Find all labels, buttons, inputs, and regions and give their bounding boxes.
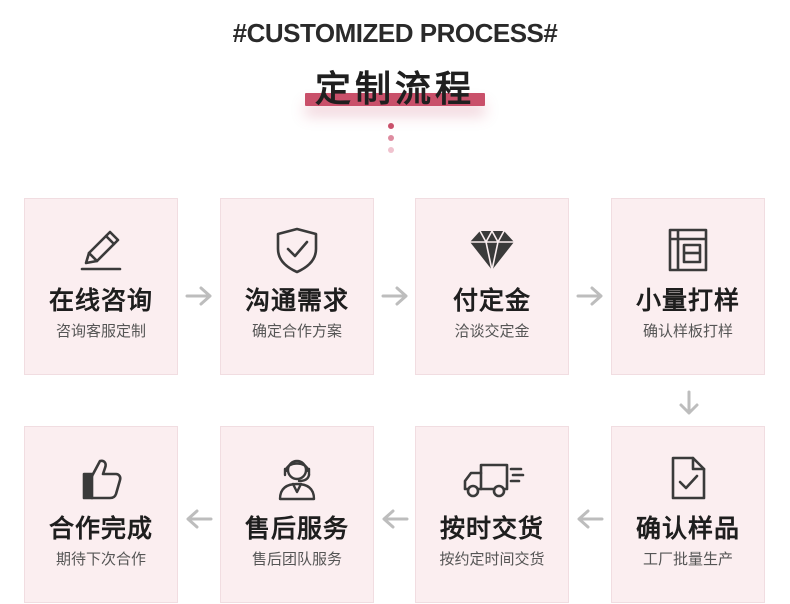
step-title: 售后服务 — [244, 514, 349, 543]
step-title: 按时交货 — [439, 514, 544, 543]
decorative-dots — [388, 123, 394, 159]
diamond-icon — [416, 225, 568, 275]
step-title: 确认样品 — [635, 514, 740, 543]
header-title-cn: 定制流程 — [304, 60, 485, 112]
pencil-icon — [25, 225, 177, 275]
step-title: 付定金 — [452, 286, 531, 315]
document-check-icon — [612, 453, 764, 503]
step-card-on-time-delivery: 按时交货 按约定时间交货 — [415, 426, 569, 603]
step-title: 合作完成 — [48, 514, 153, 543]
step-title: 沟通需求 — [244, 286, 349, 315]
shield-check-icon — [221, 225, 373, 275]
step-subtitle: 工厂批量生产 — [642, 550, 733, 568]
step-card-small-sample: 小量打样 确认样板打样 — [611, 198, 765, 375]
step-subtitle: 确认样板打样 — [642, 322, 733, 340]
arrow-right-icon — [575, 284, 605, 308]
step-subtitle: 咨询客服定制 — [55, 322, 146, 340]
sample-document-icon — [612, 225, 764, 275]
step-subtitle: 洽谈交定金 — [454, 322, 530, 340]
arrow-left-icon — [575, 507, 605, 531]
step-subtitle: 确定合作方案 — [251, 322, 342, 340]
step-card-cooperation-complete: 合作完成 期待下次合作 — [24, 426, 178, 603]
dot-3 — [388, 147, 394, 153]
step-subtitle: 期待下次合作 — [55, 550, 146, 568]
step-card-pay-deposit: 付定金 洽谈交定金 — [415, 198, 569, 375]
thumbs-up-icon — [25, 453, 177, 503]
step-subtitle: 按约定时间交货 — [439, 550, 545, 568]
delivery-truck-icon — [416, 453, 568, 503]
step-card-after-sales: 售后服务 售后团队服务 — [220, 426, 374, 603]
arrow-right-icon — [184, 284, 214, 308]
dot-2 — [388, 135, 394, 141]
arrow-left-icon — [184, 507, 214, 531]
arrow-left-icon — [380, 507, 410, 531]
header-title-cn-text: 定制流程 — [314, 69, 475, 110]
step-title: 小量打样 — [635, 286, 740, 315]
arrow-down-icon — [674, 390, 704, 415]
step-card-confirm-sample: 确认样品 工厂批量生产 — [611, 426, 765, 603]
dot-1 — [388, 123, 394, 129]
step-title: 在线咨询 — [48, 286, 153, 315]
step-subtitle: 售后团队服务 — [251, 550, 342, 568]
header-title-cn-wrap: 定制流程 — [0, 60, 790, 112]
step-card-communicate-needs: 沟通需求 确定合作方案 — [220, 198, 374, 375]
arrow-right-icon — [380, 284, 410, 308]
header-title-en: #CUSTOMIZED PROCESS# — [232, 18, 558, 48]
customer-service-icon — [221, 453, 373, 503]
step-card-online-consult: 在线咨询 咨询客服定制 — [24, 198, 178, 375]
